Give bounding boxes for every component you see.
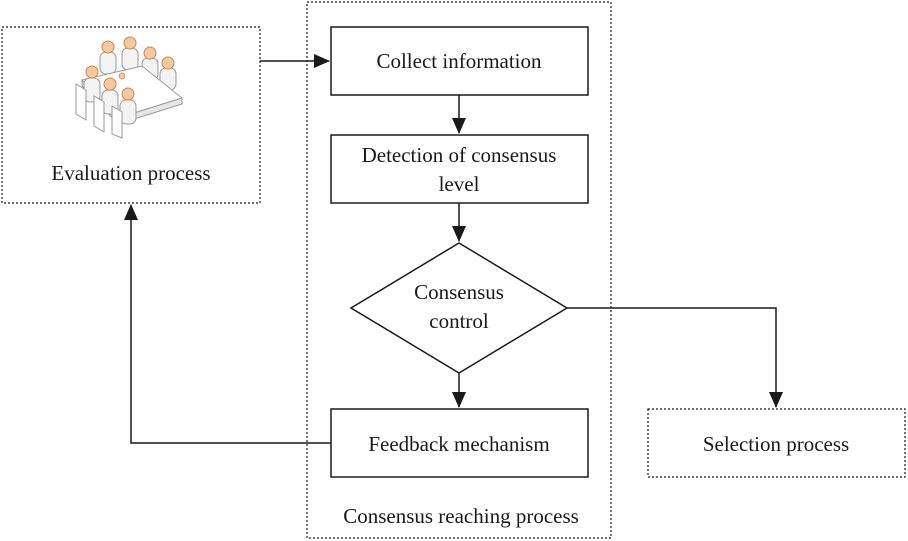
evaluation-process-box bbox=[1, 26, 261, 204]
consensus-control-label-line2: control bbox=[429, 309, 489, 333]
arrow-feedback-to-evaluation bbox=[124, 204, 331, 444]
selection-process-label: Selection process bbox=[703, 432, 849, 456]
detection-consensus-box bbox=[330, 134, 589, 204]
consensus-control-diamond bbox=[349, 242, 569, 374]
consensus-reaching-label: Consensus reaching process bbox=[343, 504, 579, 528]
consensus-reaching-group bbox=[306, 1, 612, 539]
consensus-control-label-line1: Consensus bbox=[414, 280, 504, 304]
feedback-mechanism-label: Feedback mechanism bbox=[368, 432, 549, 456]
collect-information-label: Collect information bbox=[376, 49, 542, 73]
feedback-mechanism-box bbox=[330, 408, 589, 478]
detection-consensus-label-line2: level bbox=[439, 172, 480, 196]
evaluation-process-label: Evaluation process bbox=[51, 161, 210, 185]
arrow-control-to-selection bbox=[567, 307, 783, 408]
meeting-people-icon bbox=[75, 36, 184, 139]
detection-consensus-label-line1: Detection of consensus bbox=[362, 143, 557, 167]
selection-process-box bbox=[647, 408, 906, 478]
